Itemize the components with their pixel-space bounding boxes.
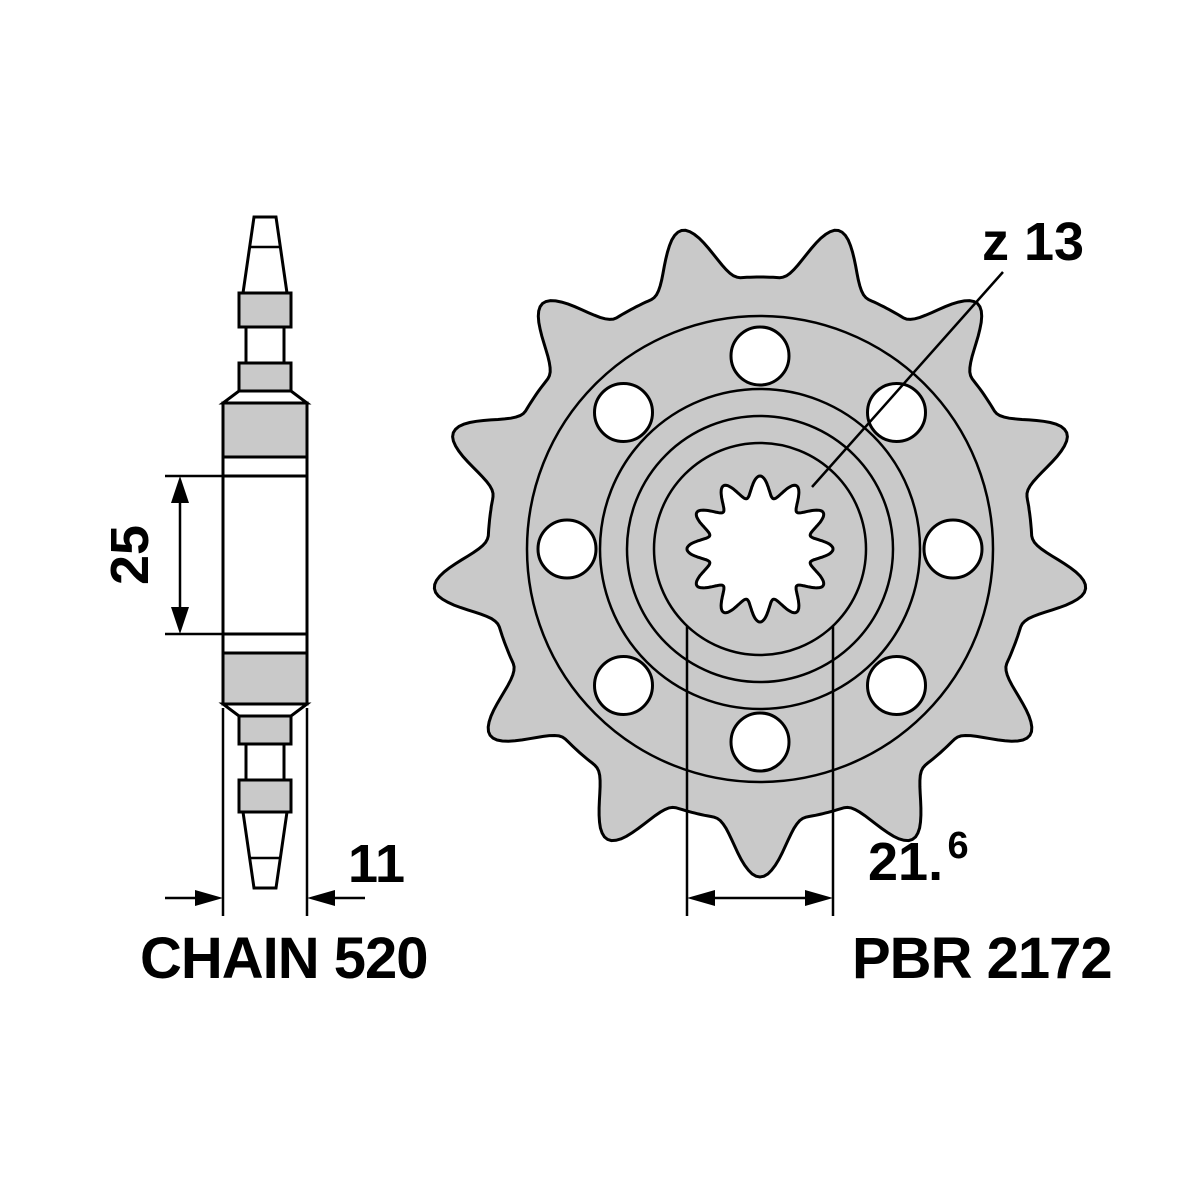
shaft-top-taper bbox=[241, 215, 289, 295]
dim-hub-length: 25 bbox=[100, 474, 223, 636]
hub-upper-block bbox=[221, 401, 309, 459]
hub-body bbox=[221, 474, 309, 636]
width-value: 11 bbox=[348, 834, 405, 894]
lightening-hole bbox=[593, 655, 654, 716]
lightening-hole bbox=[866, 655, 927, 716]
recess-outer-circle bbox=[525, 314, 995, 784]
front-view bbox=[432, 228, 1088, 879]
shaft-segment bbox=[237, 778, 293, 814]
lightening-hole bbox=[729, 325, 791, 387]
recess-inner-circle bbox=[598, 387, 922, 711]
shaft-segment bbox=[237, 714, 293, 746]
chain-label: CHAIN 520 bbox=[140, 926, 428, 991]
arrowhead-right bbox=[195, 890, 223, 906]
lightening-hole bbox=[866, 382, 927, 443]
shaft-flare-bottom bbox=[218, 702, 312, 718]
spline-bore bbox=[685, 474, 835, 624]
teeth-count-callout: z 13 bbox=[811, 212, 1084, 488]
hub-lower-block bbox=[221, 651, 309, 706]
shaft-segment bbox=[237, 361, 293, 393]
arrowhead-right bbox=[805, 890, 833, 906]
shaft-segment bbox=[244, 742, 286, 782]
arrowhead-down bbox=[171, 607, 189, 634]
lightening-hole bbox=[536, 518, 598, 580]
lightening-holes bbox=[536, 325, 984, 773]
lightening-hole bbox=[922, 518, 984, 580]
teeth-count-label: z 13 bbox=[982, 212, 1084, 272]
dim-bore: 21. 6 bbox=[685, 626, 969, 916]
hub-length-value: 25 bbox=[100, 525, 160, 585]
spline-boss-circle bbox=[652, 441, 868, 657]
hub-band-bottom bbox=[221, 632, 309, 655]
arrowhead-left bbox=[307, 890, 335, 906]
side-view bbox=[218, 215, 312, 890]
lightening-hole bbox=[593, 382, 654, 443]
leader-line bbox=[811, 271, 1004, 488]
arrowhead-up bbox=[171, 476, 189, 503]
shaft-segment bbox=[237, 291, 293, 329]
lightening-hole bbox=[729, 711, 791, 773]
hub-band-top bbox=[221, 455, 309, 478]
shaft-segment bbox=[244, 325, 286, 365]
bore-value: 21. 6 bbox=[868, 825, 969, 892]
shaft-flare-top bbox=[218, 389, 312, 405]
part-label: PBR 2172 bbox=[852, 926, 1112, 991]
arrowhead-left bbox=[687, 890, 715, 906]
dim-width: 11 bbox=[165, 708, 405, 916]
hub-boss-circle bbox=[625, 414, 895, 684]
shaft-bottom-taper bbox=[241, 810, 289, 890]
